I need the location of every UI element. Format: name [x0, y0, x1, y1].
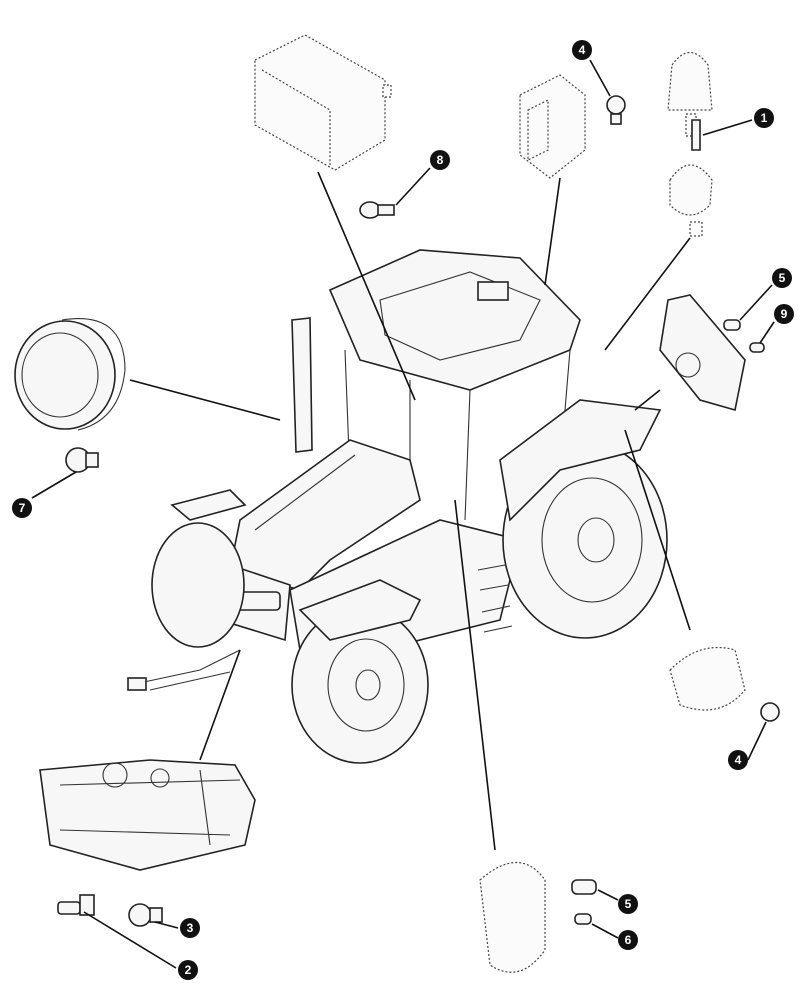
callout-5-bottom: [618, 894, 638, 914]
callout-7: [12, 498, 32, 518]
callout-9: [774, 304, 794, 324]
cab-pillars: [344, 349, 571, 521]
rear-wheel-rim: [541, 477, 643, 603]
callout-9-label: 9: [781, 307, 788, 321]
rear-lamp-bulb-icon: [723, 319, 741, 331]
work-lamp-bulb-icon: [65, 447, 99, 473]
callout-3-label: 3: [187, 921, 194, 935]
rear-wheel-hub: [577, 517, 615, 563]
hood-ridge: [254, 454, 356, 531]
roof-work-lamp: [254, 34, 392, 171]
cab-light-housing: [519, 74, 586, 179]
callout-4-right-label: 4: [735, 753, 742, 767]
callout-5-top: [772, 268, 792, 288]
headlight-bulb-a-icon: [57, 894, 95, 916]
round-work-lamp: [14, 318, 126, 431]
side-marker-bulb-icon: [571, 879, 597, 895]
callout-7-label: 7: [19, 501, 26, 515]
front-wheel-rim: [327, 638, 405, 732]
callout-8: [430, 150, 450, 170]
front-wheel-hub: [355, 669, 381, 701]
tractor: [127, 249, 668, 764]
rear-lamp-small-bulb-icon: [749, 342, 765, 353]
front-hitch: [129, 649, 241, 691]
cab-steps: [477, 564, 513, 633]
callout-6-label: 6: [625, 933, 632, 947]
callout-4-top-label: 4: [579, 43, 586, 57]
rear-fender: [499, 399, 662, 522]
callout-3: [180, 918, 200, 938]
bulbs: [57, 95, 780, 927]
callout-1-label: 1: [761, 111, 768, 125]
callouts: 1 2 3 4 4 5 5 6 7 8: [12, 40, 794, 980]
rear-lamp-housing: [659, 294, 746, 412]
callout-4-top: [572, 40, 592, 60]
front-fender: [298, 579, 422, 641]
callout-2: [178, 960, 198, 980]
beacon-bulb-icon: [691, 119, 701, 151]
fender-light-bulb-icon: [760, 702, 780, 722]
headlight-bulb-b-icon: [128, 903, 163, 927]
rotating-beacon: [667, 51, 713, 237]
roof-beacon-base: [477, 281, 509, 301]
roof-hatch: [379, 271, 541, 361]
hitch-end: [127, 677, 147, 691]
side-marker-small-bulb-icon: [574, 913, 592, 925]
main-headlight: [39, 759, 256, 871]
roof-lamp-bulb-icon: [359, 201, 395, 219]
callout-8-label: 8: [437, 153, 444, 167]
callout-4-right: [728, 750, 748, 770]
fender-marker-light: [669, 646, 746, 711]
side-marker-lens: [479, 861, 546, 973]
callout-5-top-label: 5: [779, 271, 786, 285]
exhaust-stack: [291, 317, 313, 453]
front-left-tire: [151, 522, 245, 648]
leader-lines: [129, 171, 691, 851]
callout-1: [754, 108, 774, 128]
callout-6: [618, 930, 638, 950]
cab-light-bulb-icon: [606, 95, 626, 125]
callout-5-bottom-label: 5: [625, 897, 632, 911]
callout-2-label: 2: [185, 963, 192, 977]
cab-roof: [328, 249, 581, 391]
front-left-fender: [170, 489, 247, 521]
